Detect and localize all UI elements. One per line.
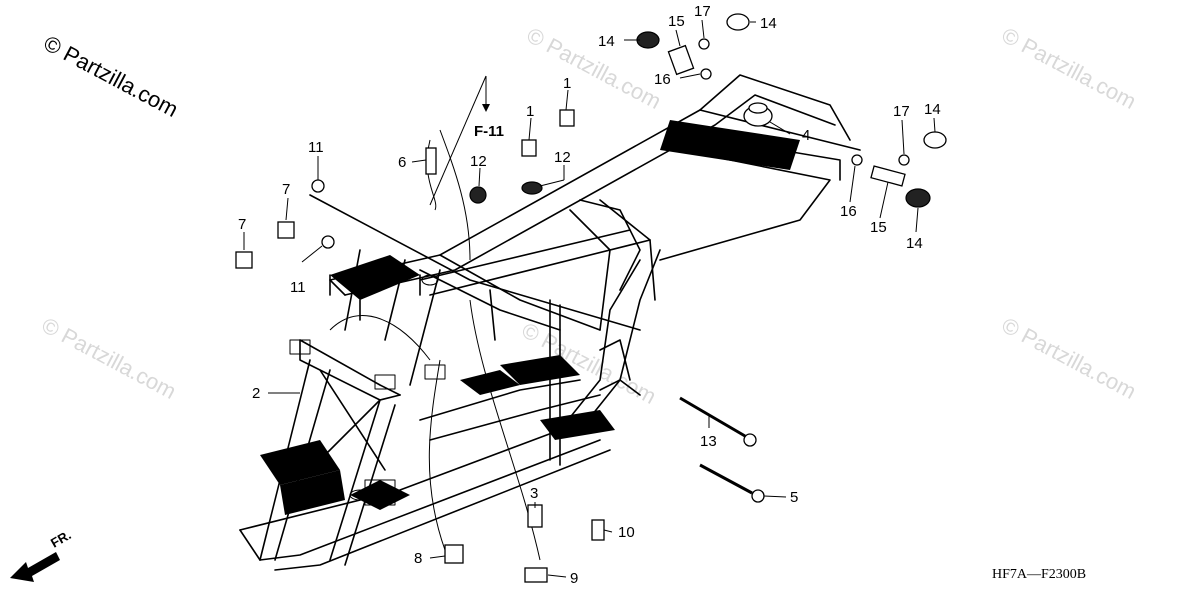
callout-10: 10 [618,524,635,541]
bolt-head-part [751,489,765,503]
bolt-part [699,463,753,495]
callout-2: 2 [252,385,260,402]
front-direction-arrow: FR. [10,527,74,582]
callout-16: 16 [654,71,671,88]
rubber-cap-part [636,31,660,49]
callout-7: 7 [282,181,290,198]
diagram-code: HF7A—F2300B [992,567,1086,582]
frame-body [239,74,861,571]
nut-part [700,68,712,80]
bolt-head-part [743,433,757,447]
nut-part [311,179,325,193]
long-bolt-part [679,396,746,438]
callout-3: 3 [530,485,538,502]
nut-part [321,235,335,249]
callout-14: 14 [924,101,941,118]
callout-14: 14 [760,15,777,32]
callout-4: 4 [802,127,810,144]
callout-11: 11 [308,139,324,156]
bolt-part [591,519,605,541]
clip-part [559,109,575,127]
watermark-faint: © Partzilla.com [998,22,1141,114]
grommet-part [748,102,768,114]
watermark-faint: © Partzilla.com [38,312,181,404]
small-parts [235,13,947,583]
callout-12: 12 [470,153,487,170]
callout-17: 17 [893,103,910,120]
callout-14: 14 [598,33,615,50]
callout-15: 15 [668,13,685,30]
callout-17: 17 [694,3,711,20]
callout-1: 1 [563,75,571,92]
callout-7: 7 [238,216,246,233]
collar-part [667,44,695,76]
watermark-faint: © Partzilla.com [998,312,1141,404]
reference-label: F-11 [474,123,504,140]
plug-part [469,186,487,204]
leader-lines [243,19,936,578]
callout-16: 16 [840,203,857,220]
clip-part [521,139,537,157]
callout-15: 15 [870,219,887,236]
front-arrow-icon [10,552,60,582]
rubber-cap-part [726,13,750,31]
washer-part [898,154,910,166]
callout-1: 1 [526,103,534,120]
callout-5: 5 [790,489,798,506]
clamp-part [277,221,295,239]
callout-8: 8 [414,550,422,567]
callout-9: 9 [570,570,578,587]
watermark-main: © Partzilla.com [40,30,183,122]
nut-part [851,154,863,166]
collar-part [527,504,543,528]
front-label: FR. [48,527,74,550]
clamp-part [235,251,253,269]
rubber-cap-part [923,131,947,149]
rubber-cap-part [905,188,931,208]
callout-14: 14 [906,235,923,252]
callouts: 1 1 2 3 4 5 6 7 7 8 9 10 11 11 12 12 13 … [238,3,941,587]
callout-11: 11 [290,279,306,296]
washer-part [698,38,710,50]
collar-part [870,165,906,187]
callout-13: 13 [700,433,717,450]
callout-6: 6 [398,154,406,171]
clamp-part [524,567,548,583]
clamp-part [444,544,464,564]
plug-part [521,181,543,195]
stud-part [425,147,437,175]
callout-12: 12 [554,149,571,166]
